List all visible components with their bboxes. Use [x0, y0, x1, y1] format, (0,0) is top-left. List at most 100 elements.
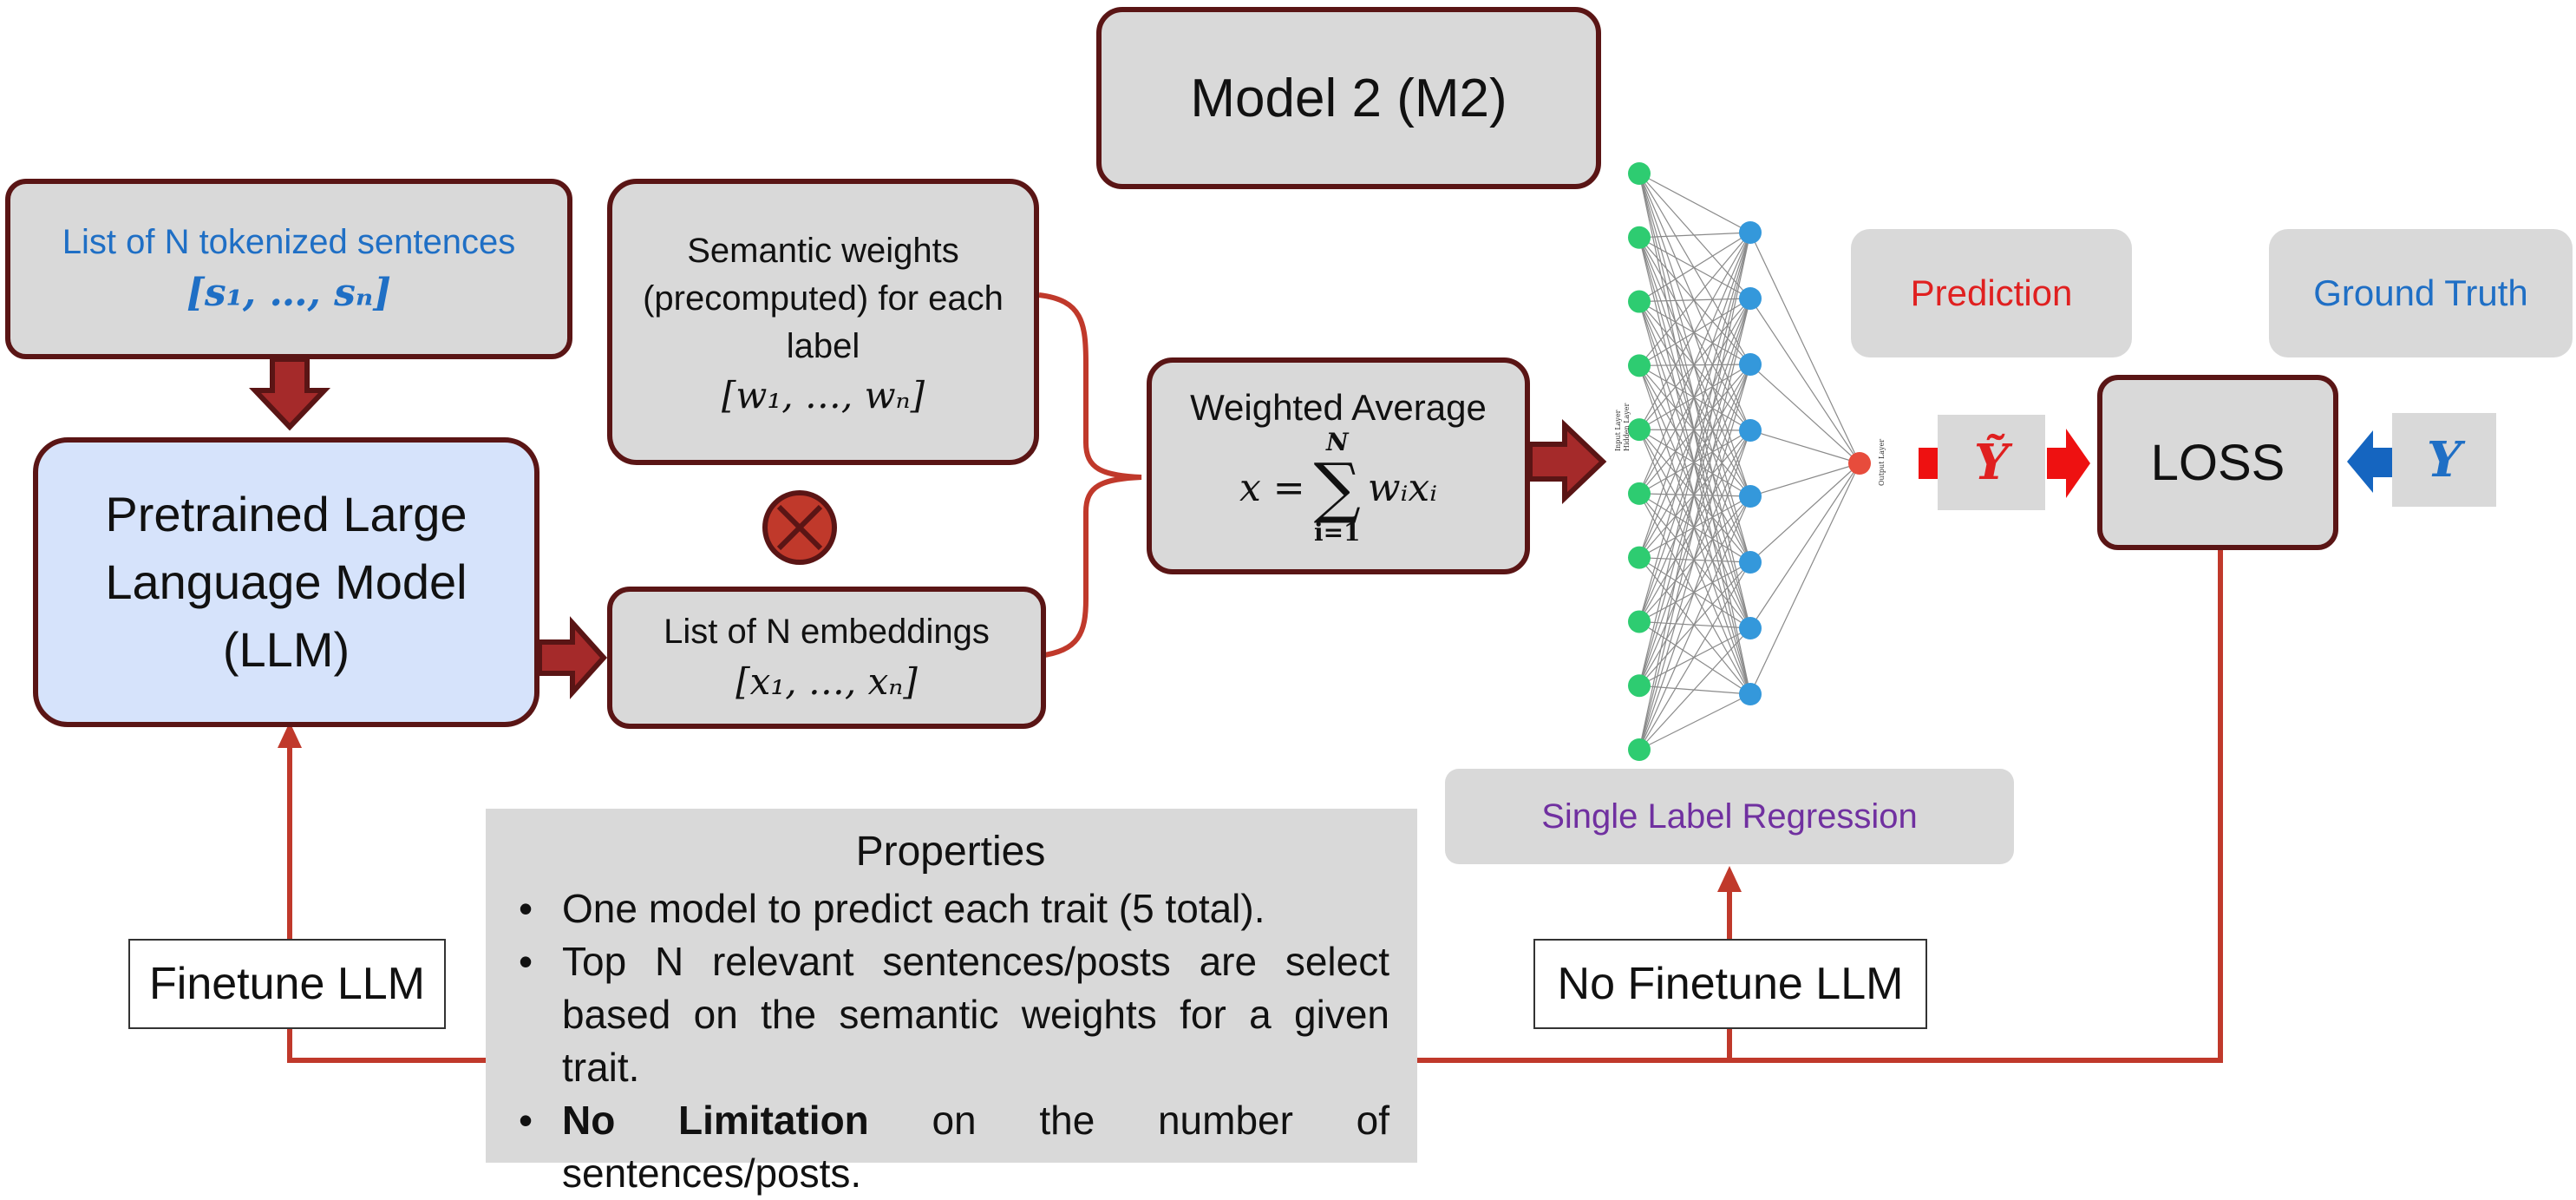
input-node — [1628, 354, 1651, 377]
properties-box: Properties One model to predict each tra… — [486, 809, 1417, 1196]
prediction-label: Prediction — [1910, 272, 2073, 313]
network-edge — [1638, 232, 1751, 686]
hidden-node — [1739, 419, 1762, 442]
embeddings-box: List of N embeddings [x₁, …, xₙ] — [607, 587, 1046, 729]
network-edge — [1638, 298, 1751, 751]
network-edge — [1638, 237, 1751, 365]
loss-box: LOSS — [2097, 375, 2338, 550]
network-edge — [1638, 232, 1751, 239]
output-marker — [1919, 448, 1938, 479]
multiply-icon — [762, 490, 837, 565]
network-edge — [1638, 493, 1751, 497]
network-edge — [1638, 301, 1751, 497]
input-node — [1628, 546, 1651, 569]
network-edge — [1638, 495, 1751, 751]
weights-formula: [w₁, …, wₙ] — [722, 374, 925, 416]
loss-label: LOSS — [2150, 434, 2285, 491]
network-edge — [1749, 462, 1860, 497]
network-edge — [1749, 462, 1860, 563]
network-edge — [1638, 173, 1751, 431]
output-layer-label: Output Layer — [1878, 439, 1886, 486]
network-edge — [1638, 232, 1751, 558]
ground-truth-label-box: Ground Truth — [2269, 229, 2573, 357]
sum-operator: N ∑ i=1 — [1314, 430, 1361, 545]
network-edge — [1638, 365, 1751, 629]
network-edge — [1638, 232, 1751, 751]
network-edge — [1638, 493, 1751, 695]
hidden-layer-label: Hidden Layer — [1623, 403, 1631, 451]
network-edge — [1638, 620, 1751, 695]
network-edge — [1749, 430, 1860, 464]
prediction-to-loss-arrow — [2047, 429, 2090, 498]
network-nodes — [1628, 162, 1871, 761]
properties-list: One model to predict each trait (5 total… — [512, 882, 1389, 1200]
network-edge — [1638, 173, 1751, 233]
network-edge — [1749, 364, 1860, 464]
property-item: Top N relevant sentences/posts are selec… — [512, 935, 1389, 1094]
network-edge — [1638, 173, 1751, 299]
finetune-llm-tag: Finetune LLM — [128, 939, 446, 1029]
network-edge — [1749, 298, 1860, 464]
finetune-arrowhead — [278, 722, 302, 748]
weights-label: Semantic weights (precomputed) for each … — [643, 232, 1004, 365]
input-node — [1628, 226, 1651, 249]
property-text: Top N relevant sentences/posts are selec… — [562, 939, 1389, 1090]
input-node — [1628, 418, 1651, 442]
embeddings-label: List of N embeddings — [664, 613, 990, 651]
sentences-formula: [s₁, …, sₙ] — [186, 271, 391, 315]
network-edge — [1638, 693, 1751, 751]
properties-title: Properties — [855, 829, 1046, 875]
hidden-node — [1739, 551, 1762, 574]
hidden-node — [1739, 353, 1762, 376]
sentences-to-llm-arrow — [249, 357, 330, 431]
formula-term: wᵢxᵢ — [1367, 465, 1438, 510]
output-node — [1848, 452, 1871, 475]
hidden-node — [1739, 485, 1762, 508]
embeddings-formula: [x₁, …, xₙ] — [736, 660, 918, 703]
network-edge — [1638, 627, 1751, 751]
y-tilde-box: Ỹ — [1938, 415, 2045, 510]
network-edge — [1638, 429, 1751, 629]
network-edge — [1638, 364, 1751, 431]
network-edge — [1638, 557, 1751, 629]
network-edge — [1638, 232, 1751, 622]
weights-box: Semantic weights (precomputed) for each … — [607, 179, 1039, 465]
network-edge — [1638, 232, 1751, 366]
network-edge — [1638, 232, 1751, 303]
hidden-node — [1739, 683, 1762, 705]
network-edge — [1638, 237, 1751, 497]
property-item: One model to predict each trait (5 total… — [512, 882, 1389, 935]
network-edge — [1638, 232, 1751, 430]
hidden-node — [1739, 221, 1762, 244]
combine-brace — [1038, 292, 1142, 659]
input-node — [1628, 738, 1651, 761]
network-edge — [1638, 561, 1751, 751]
sum-symbol: ∑ — [1313, 449, 1361, 526]
single-label-regression-label: Single Label Regression — [1541, 797, 1918, 836]
average-to-network-arrow — [1527, 418, 1607, 505]
input-node — [1628, 610, 1651, 633]
weighted-average-box: Weighted Average x = N ∑ i=1 wᵢxᵢ — [1147, 357, 1530, 574]
network-edge — [1638, 173, 1751, 365]
network-edge — [1638, 301, 1751, 431]
hidden-node — [1739, 287, 1762, 310]
model-title-box: Model 2 (M2) — [1096, 7, 1601, 189]
sentences-box: List of N tokenized sentences [s₁, …, sₙ… — [5, 179, 572, 359]
hidden-node — [1739, 617, 1762, 639]
network-edge — [1638, 364, 1751, 751]
input-node — [1628, 290, 1651, 313]
network-edges — [1638, 173, 1860, 751]
regression-arrowhead — [1717, 866, 1742, 892]
network-edge — [1638, 429, 1751, 497]
llm-box: Pretrained Large Language Model (LLM) — [33, 437, 539, 727]
y-true-box: Y — [2392, 413, 2496, 507]
network-edge — [1749, 462, 1860, 695]
network-edge — [1638, 429, 1751, 563]
network-edge — [1749, 232, 1860, 464]
no-finetune-llm-label: No Finetune LLM — [1557, 959, 1904, 1009]
y-tilde: Ỹ — [1974, 434, 2009, 491]
network-edge — [1749, 462, 1860, 629]
sum-bottom: i=1 — [1313, 518, 1361, 547]
formula-lhs: x = — [1239, 465, 1305, 510]
llm-to-embeddings-arrow — [537, 616, 608, 699]
